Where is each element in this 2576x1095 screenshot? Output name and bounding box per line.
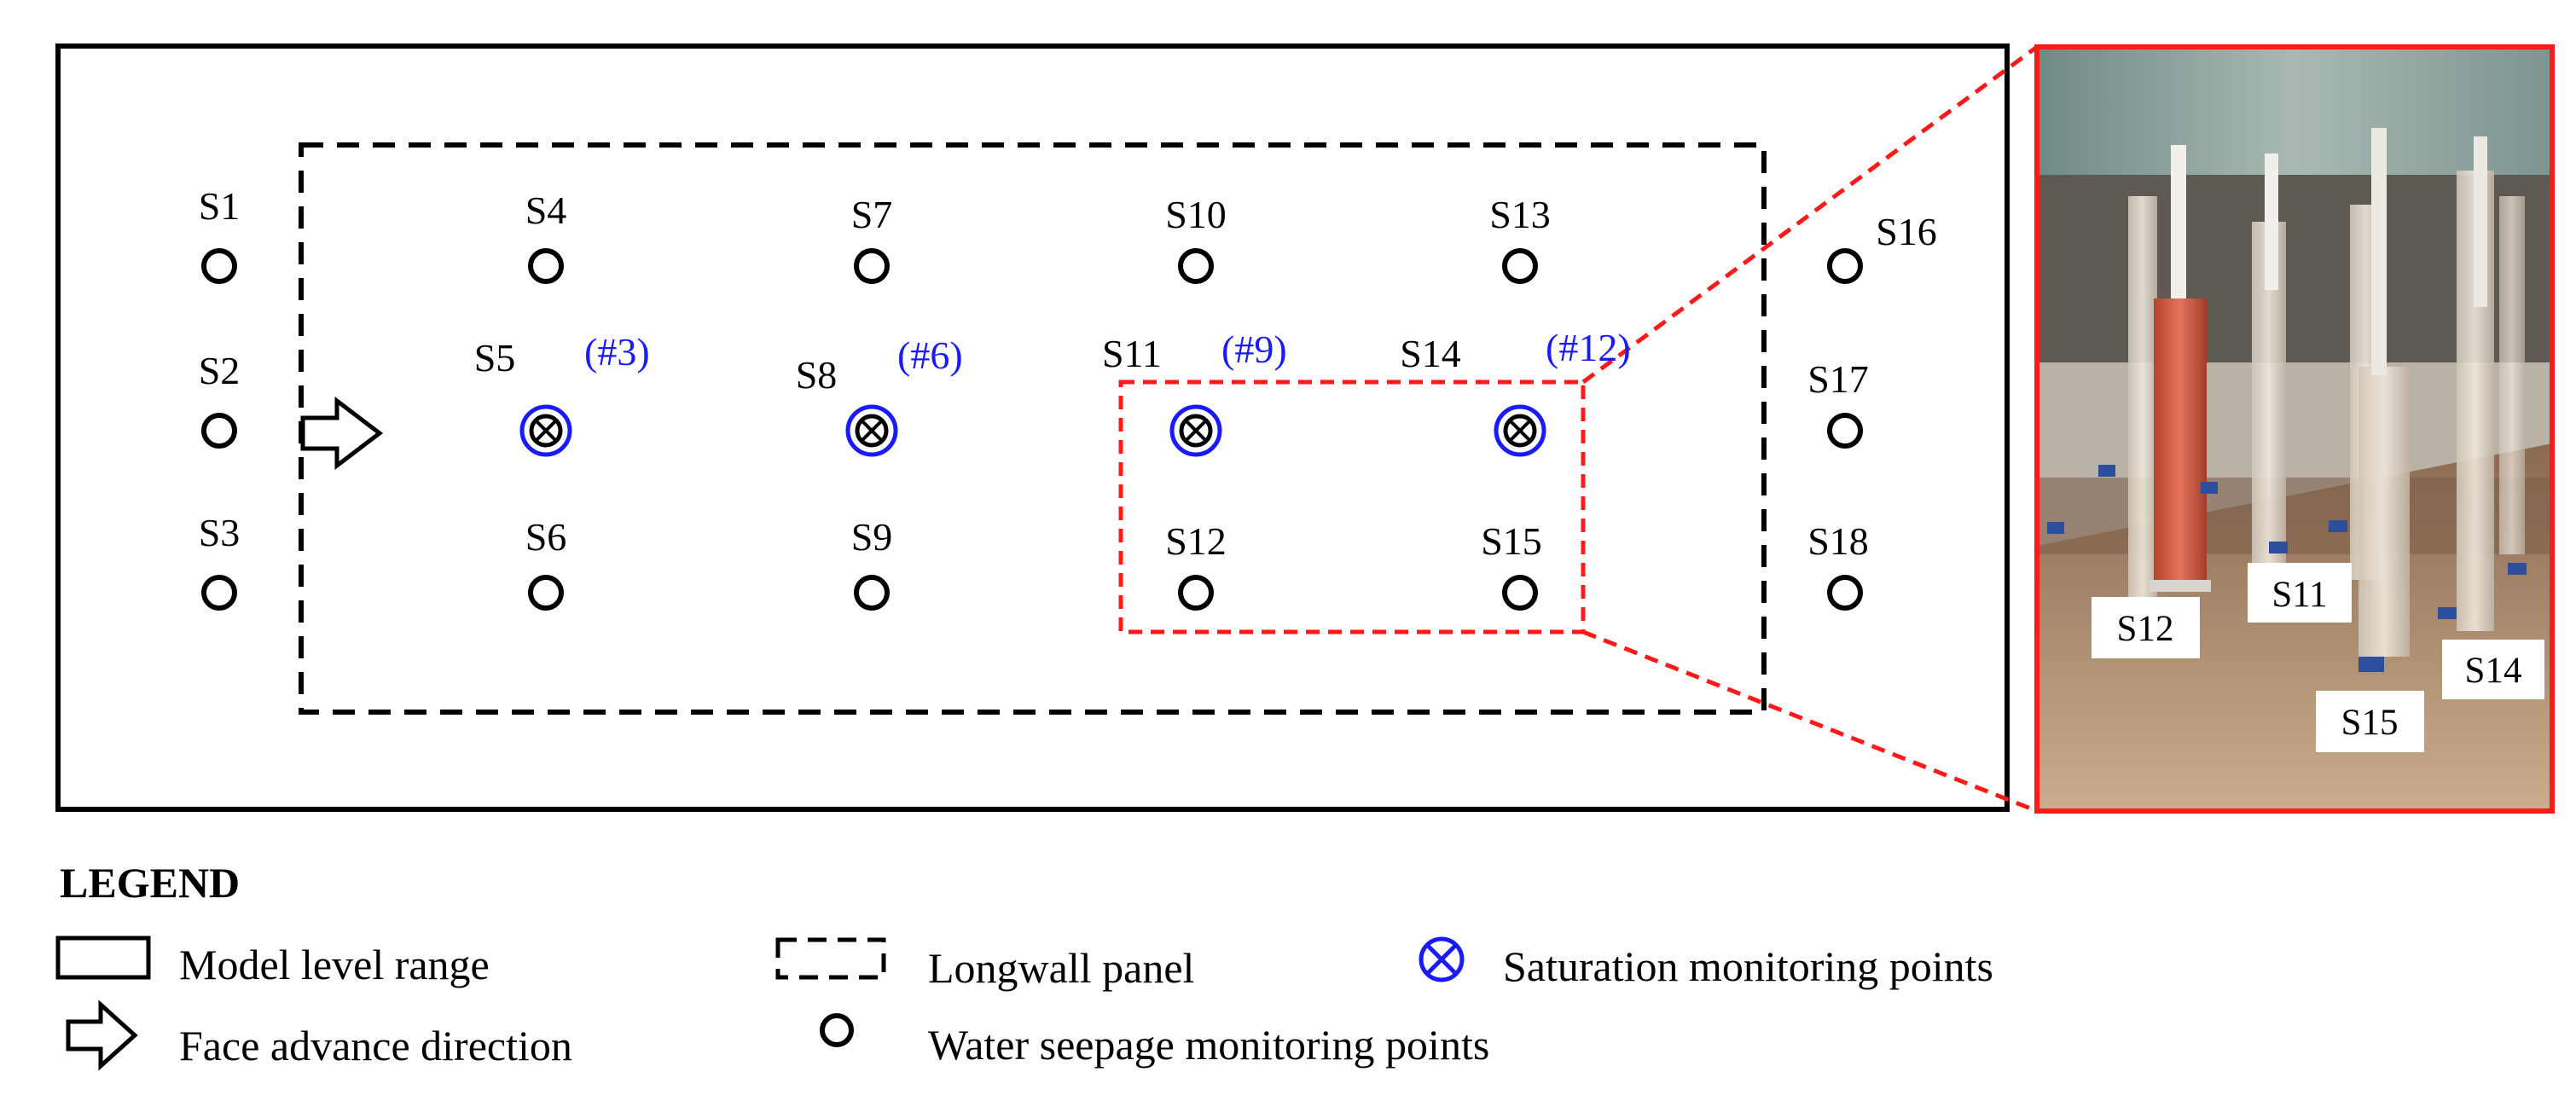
point-s14: (#12) S14 [1400,326,1631,457]
point-s9: S9 [851,515,893,611]
zoom-connector-top [1581,44,2039,385]
seepage-marker [528,248,564,284]
seepage-marker [1178,575,1214,611]
seepage-marker [201,575,237,611]
legend-longwall-panel-label: Longwall panel [928,944,1194,992]
point-label-s3: S3 [199,511,241,554]
legend-longwall-panel-swatch [775,937,886,980]
seepage-marker [1179,414,1213,448]
legend-face-advance-direction-label: Face advance direction [179,1022,572,1069]
legend-water-seepage-icon [820,1013,854,1047]
seepage-marker [1178,248,1214,284]
point-label-s12: S12 [1165,519,1227,563]
photo-label-s14: S14 [2465,651,2522,691]
point-s17: S17 [1807,357,1869,449]
point-s10: S10 [1165,193,1227,284]
seepage-marker [1827,575,1863,611]
seepage-marker [855,414,889,448]
point-s8: (#6) S8 [796,333,963,457]
legend-saturation-icon [1419,936,1465,982]
point-label-s10: S10 [1165,193,1227,236]
point-label-s9: S9 [851,515,893,559]
photo-inset: S12 S11 S15 S14 [2037,47,2552,811]
saturation-label-s14: (#12) [1546,326,1631,369]
legend-water-seepage-label: Water seepage monitoring points [928,1021,1489,1069]
point-label-s8: S8 [796,353,838,397]
point-s18: S18 [1807,519,1869,611]
saturation-marker [1169,404,1222,457]
legend-title: LEGEND [60,859,240,907]
point-s13: S13 [1489,193,1551,284]
seepage-marker [1502,248,1538,284]
saturation-marker [519,404,572,457]
model-level-range-frame [55,43,2010,812]
point-s7: S7 [851,193,893,284]
seepage-marker [528,575,564,611]
legend-model-level-range-swatch [55,936,151,980]
point-label-s4: S4 [525,188,567,232]
photo-inset-frame [2034,44,2555,814]
point-label-s6: S6 [525,515,567,559]
face-advance-arrow [300,396,384,471]
zoom-region-outline [1118,379,1586,634]
point-label-s5: S5 [474,336,516,379]
point-s3: S3 [199,511,241,611]
point-label-s17: S17 [1807,357,1869,401]
point-label-s14: S14 [1400,332,1461,375]
saturation-label-s11: (#9) [1221,327,1287,371]
seepage-marker [201,413,237,449]
legend-face-advance-arrow-icon [66,999,138,1071]
point-label-s1: S1 [199,184,241,228]
point-s16: S16 [1827,210,1937,284]
point-s12: S12 [1165,519,1227,611]
seepage-marker [1827,413,1863,449]
seepage-marker [529,414,563,448]
saturation-cross [1183,418,1209,443]
point-s2: S2 [199,349,241,449]
seepage-marker [1502,575,1538,611]
photo-label-s12: S12 [2117,609,2174,649]
seepage-marker [854,248,890,284]
photo-label-s11: S11 [2271,575,2327,615]
point-s1: S1 [199,184,241,284]
saturation-marker [1494,404,1546,457]
legend-saturation-label: Saturation monitoring points [1503,942,1993,990]
point-label-s16: S16 [1876,210,1937,253]
legend-model-level-range-label: Model level range [179,941,490,988]
point-s15: S15 [1481,519,1542,611]
zoom-connector-bottom [1582,629,2038,814]
saturation-label-s5: (#3) [584,330,650,374]
point-label-s7: S7 [851,193,893,236]
saturation-cross [1507,418,1533,443]
seepage-marker [201,248,237,284]
saturation-label-s8: (#6) [897,333,963,377]
point-s5: (#3) S5 [474,330,650,457]
point-s6: S6 [525,515,567,611]
point-s11: (#9) S11 [1102,327,1287,457]
point-label-s13: S13 [1489,193,1551,236]
seepage-marker [854,575,890,611]
point-label-s2: S2 [199,349,241,392]
point-label-s15: S15 [1481,519,1542,563]
photo-label-s15: S15 [2341,703,2399,743]
point-label-s11: S11 [1102,332,1162,375]
seepage-marker [1827,248,1863,284]
point-s4: S4 [525,188,567,284]
saturation-cross [859,418,885,443]
saturation-marker [845,404,898,457]
seepage-marker [1503,414,1537,448]
point-label-s18: S18 [1807,519,1869,563]
saturation-cross [533,418,559,443]
